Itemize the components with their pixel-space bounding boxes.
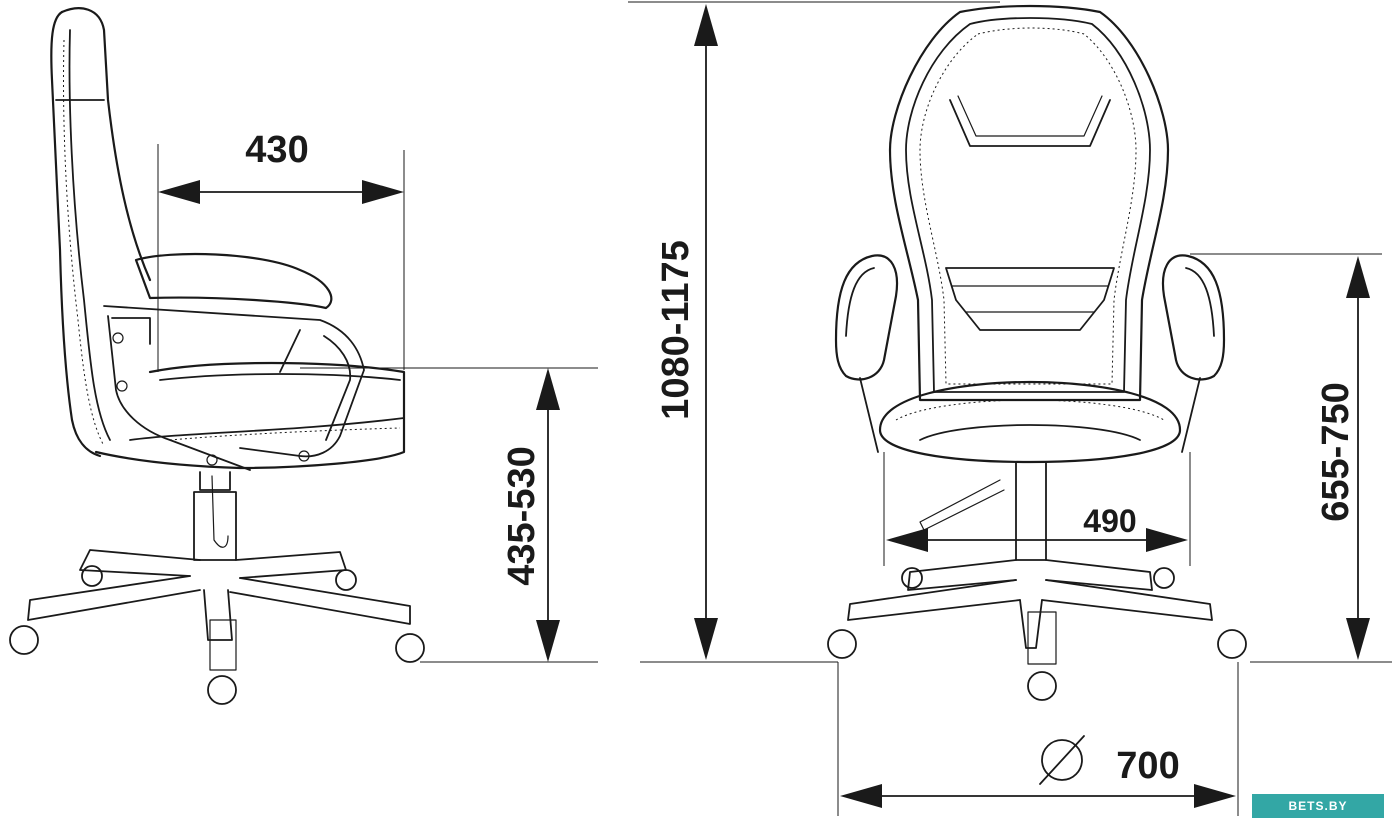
arrow-right	[1146, 528, 1188, 552]
seat-height-dimension	[536, 368, 560, 662]
seat-width-dimension	[886, 528, 1188, 552]
total-height-label: 1080-1175	[655, 240, 697, 420]
arrow-up	[694, 4, 718, 46]
front-view-chair	[827, 4, 1247, 701]
armrest-height-dimension	[1346, 256, 1370, 660]
arrow-left	[840, 784, 882, 808]
base-diameter-annotation: 700	[1039, 735, 1180, 787]
base-diameter-dimension	[840, 784, 1236, 808]
arrow-down	[536, 620, 560, 662]
arrow-up	[1346, 256, 1370, 298]
dimension-guides	[157, 1, 1392, 816]
arrow-left	[886, 528, 928, 552]
arrow-right	[1194, 784, 1236, 808]
seat-depth-dimension	[158, 180, 404, 204]
site-watermark: BETS.BY	[1252, 794, 1384, 818]
base-diameter-label: 700	[1116, 745, 1179, 787]
seat-height-label: 435-530	[501, 446, 543, 585]
arrow-right	[362, 180, 404, 204]
arrow-up	[536, 368, 560, 410]
armrest-height-label: 655-750	[1315, 382, 1357, 521]
arrow-left	[158, 180, 200, 204]
arrow-down	[1346, 618, 1370, 660]
arrow-down	[694, 618, 718, 660]
side-view-chair	[9, 7, 425, 705]
seat-width-label: 490	[1083, 503, 1136, 539]
total-height-dimension	[694, 4, 718, 660]
diameter-icon	[1041, 739, 1083, 781]
seat-depth-label: 430	[245, 129, 308, 171]
